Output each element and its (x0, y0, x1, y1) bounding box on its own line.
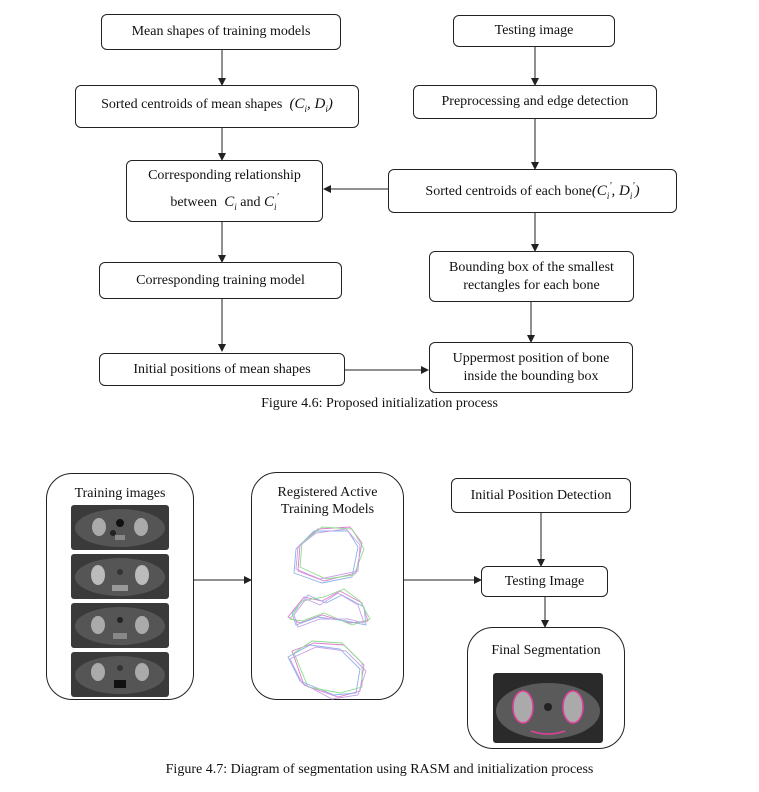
training-image-3 (71, 603, 169, 648)
registered-line2: Training Models (280, 502, 375, 517)
mean-shapes-label: Mean shapes of training models (131, 24, 311, 39)
sorted-centroids-box: Sorted centroids of mean shapes (Ci, Di) (75, 85, 359, 128)
training-images-panel: Training images (46, 473, 194, 700)
sorted-bone-math: (Ci′, Di′) (591, 180, 640, 201)
registered-line1: Registered Active (277, 485, 378, 500)
uppermost-line2: inside the bounding box (463, 368, 599, 384)
final-segmentation-title: Final Segmentation (491, 643, 601, 658)
testing-image-label-2: Testing Image (504, 573, 585, 589)
bbox-line1: Bounding box of the smallest (449, 259, 614, 275)
registered-models-panel: Registered Active Training Models (251, 472, 404, 700)
testing-image-label: Testing image (494, 23, 574, 38)
testing-image-box-2: Testing Image (481, 566, 608, 597)
corr-rel-line1: Corresponding relationship (148, 167, 301, 183)
preprocessing-label: Preprocessing and edge detection (441, 94, 629, 109)
corr-rel-ci-prime: Ci′ (263, 191, 279, 212)
corr-rel-ci: Ci (220, 193, 237, 212)
testing-image-box: Testing image (453, 15, 615, 47)
initial-position-detection-box: Initial Position Detection (451, 478, 631, 513)
uppermost-position-box: Uppermost position of bone inside the bo… (429, 342, 633, 393)
sorted-bone-text: Sorted centroids of each bone (425, 183, 592, 199)
sorted-centroids-label: Sorted centroids of mean shapes (Ci, Di) (101, 95, 333, 118)
sorted-centroids-text: Sorted centroids of mean shapes (101, 97, 283, 112)
final-segmentation-panel: Final Segmentation (467, 627, 625, 749)
training-image-2 (71, 554, 169, 599)
corr-rel-and: and (240, 194, 261, 210)
figure-4-6-caption: Figure 4.6: Proposed initialization proc… (261, 396, 498, 411)
training-images-title: Training images (74, 486, 166, 501)
sorted-bone-label: Sorted centroids of each bone(Ci′, Di′) (425, 178, 639, 205)
training-image-1 (71, 505, 169, 550)
bounding-box-box: Bounding box of the smallest rectangles … (429, 251, 634, 302)
corr-rel-between: between (170, 194, 217, 210)
preprocessing-box: Preprocessing and edge detection (413, 85, 657, 119)
initial-positions-box: Initial positions of mean shapes (99, 353, 345, 386)
corr-rel-line2: between Ci and Ci′ (170, 189, 278, 216)
initial-position-detection-label: Initial Position Detection (470, 487, 612, 503)
mean-shapes-box: Mean shapes of training models (101, 14, 341, 50)
uppermost-line1: Uppermost position of bone (452, 350, 610, 366)
initial-positions-label: Initial positions of mean shapes (133, 361, 311, 377)
corresponding-training-model-box: Corresponding training model (99, 262, 342, 299)
figure-4-7-caption: Figure 4.7: Diagram of segmentation usin… (165, 762, 594, 777)
training-image-4 (71, 652, 169, 697)
corr-training-label: Corresponding training model (136, 272, 305, 288)
bbox-line2: rectangles for each bone (463, 277, 600, 293)
sorted-bone-centroids-box: Sorted centroids of each bone(Ci′, Di′) (388, 169, 677, 213)
sorted-centroids-math: (Ci, Di) (285, 96, 333, 114)
final-segmentation-image (493, 673, 603, 743)
corresponding-relationship-box: Corresponding relationship between Ci an… (126, 160, 323, 222)
registered-shapes (287, 526, 371, 700)
